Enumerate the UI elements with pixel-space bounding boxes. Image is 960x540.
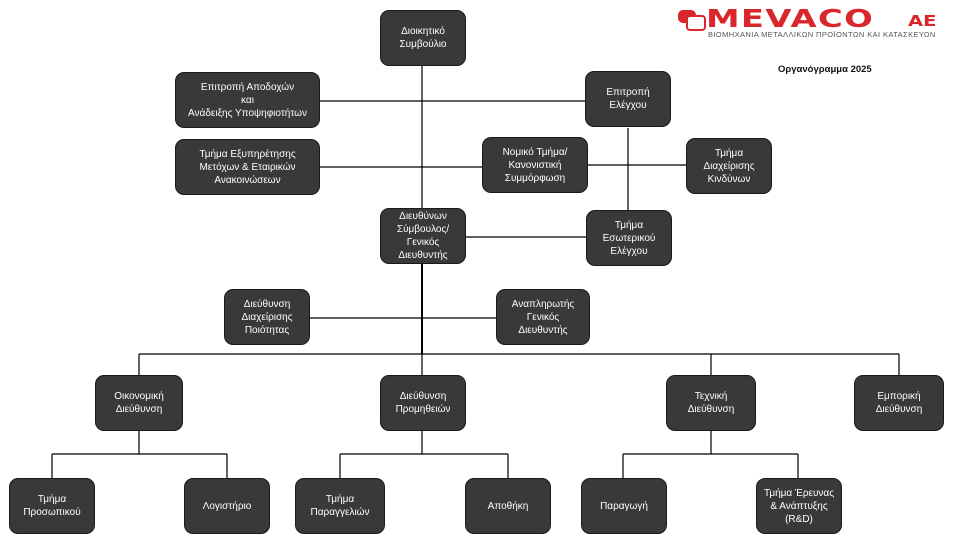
node-procurement: Διεύθυνση Προμηθειών — [380, 375, 466, 431]
node-finance: Οικονομική Διεύθυνση — [95, 375, 183, 431]
node-legal-compliance: Νομικό Τμήμα/ Κανονιστική Συμμόρφωση — [482, 137, 588, 193]
node-production: Παραγωγή — [581, 478, 667, 534]
company-logo: MEVACO AE ΒΙΟΜΗΧΑΝΙΑ ΜΕΤΑΛΛΙΚΩΝ ΠΡΟΪΟΝΤΩ… — [676, 4, 952, 44]
node-commercial: Εμπορική Διεύθυνση — [854, 375, 944, 431]
node-quality-management: Διεύθυνση Διαχείρισης Ποιότητας — [224, 289, 310, 345]
logo-mark-icon — [678, 10, 706, 31]
node-shareholder-services: Τμήμα Εξυπηρέτησης Μετόχων & Εταιρικών Α… — [175, 139, 320, 195]
node-technical: Τεχνική Διεύθυνση — [666, 375, 756, 431]
node-remuneration-committee: Επιτροπή Αποδοχών και Ανάδειξης Υποψηφιο… — [175, 72, 320, 128]
logo-wordmark: MEVACO — [706, 4, 875, 33]
chart-title: Οργανόγραμμα 2025 — [778, 64, 872, 75]
node-rnd: Τμήμα Έρευνας & Ανάπτυξης (R&D) — [756, 478, 842, 534]
logo-suffix: AE — [908, 12, 937, 30]
logo-tagline: ΒΙΟΜΗΧΑΝΙΑ ΜΕΤΑΛΛΙΚΩΝ ΠΡΟΪΟΝΤΩΝ ΚΑΙ ΚΑΤΑ… — [708, 30, 936, 39]
node-deputy-gm: Αναπληρωτής Γενικός Διευθυντής — [496, 289, 590, 345]
node-warehouse: Αποθήκη — [465, 478, 551, 534]
node-ceo: Διευθύνων Σύμβουλος/ Γενικός Διευθυντής — [380, 208, 466, 264]
node-hr: Τμήμα Προσωπικού — [9, 478, 95, 534]
node-board: Διοικητικό Συμβούλιο — [380, 10, 466, 66]
node-internal-audit: Τμήμα Εσωτερικού Ελέγχου — [586, 210, 672, 266]
node-accounting: Λογιστήριο — [184, 478, 270, 534]
node-orders: Τμήμα Παραγγελιών — [295, 478, 385, 534]
node-risk-management: Τμήμα Διαχείρισης Κινδύνων — [686, 138, 772, 194]
node-audit-committee: Επιτροπή Ελέγχου — [585, 71, 671, 127]
